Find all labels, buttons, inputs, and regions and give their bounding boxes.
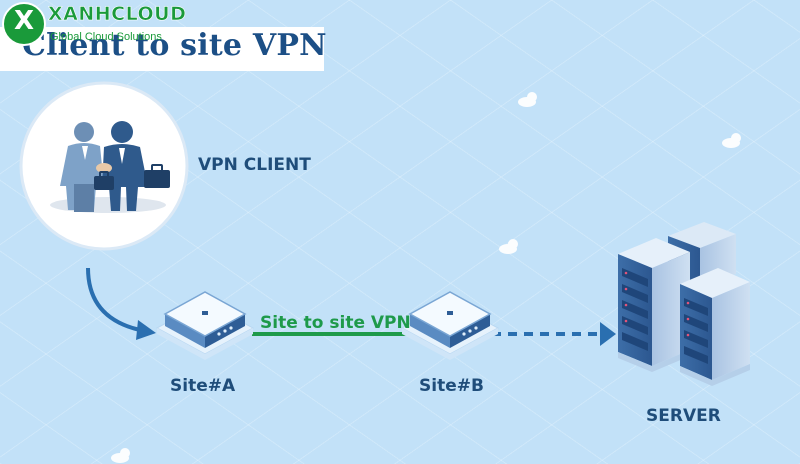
people-handshake-icon — [60, 121, 170, 212]
logo-name: XANHCLOUD — [48, 3, 187, 26]
router-icon — [155, 291, 255, 360]
site-a-label: Site#A — [170, 376, 236, 396]
cloud-icon — [722, 133, 741, 148]
logo-tagline: Global Cloud Solutions — [50, 31, 162, 43]
server-label: SERVER — [646, 406, 721, 426]
cloud-icon — [111, 448, 130, 463]
vpn-client-label: VPN CLIENT — [198, 155, 311, 175]
siteB-to-server-arrow — [492, 322, 616, 346]
client-to-siteA-arrow — [86, 267, 156, 340]
title-banner — [0, 27, 324, 71]
logo-badge — [2, 2, 46, 46]
site-to-site-vpn-label: Site to site VPN — [260, 313, 411, 333]
logo-x-icon: X — [13, 6, 35, 36]
server-rack-icon — [618, 222, 750, 386]
router-icon — [400, 291, 500, 360]
page-title: Client to site VPN — [22, 28, 327, 63]
cloud-icon — [499, 239, 518, 254]
cloud-icon — [518, 92, 537, 107]
site-b-label: Site#B — [419, 376, 484, 396]
